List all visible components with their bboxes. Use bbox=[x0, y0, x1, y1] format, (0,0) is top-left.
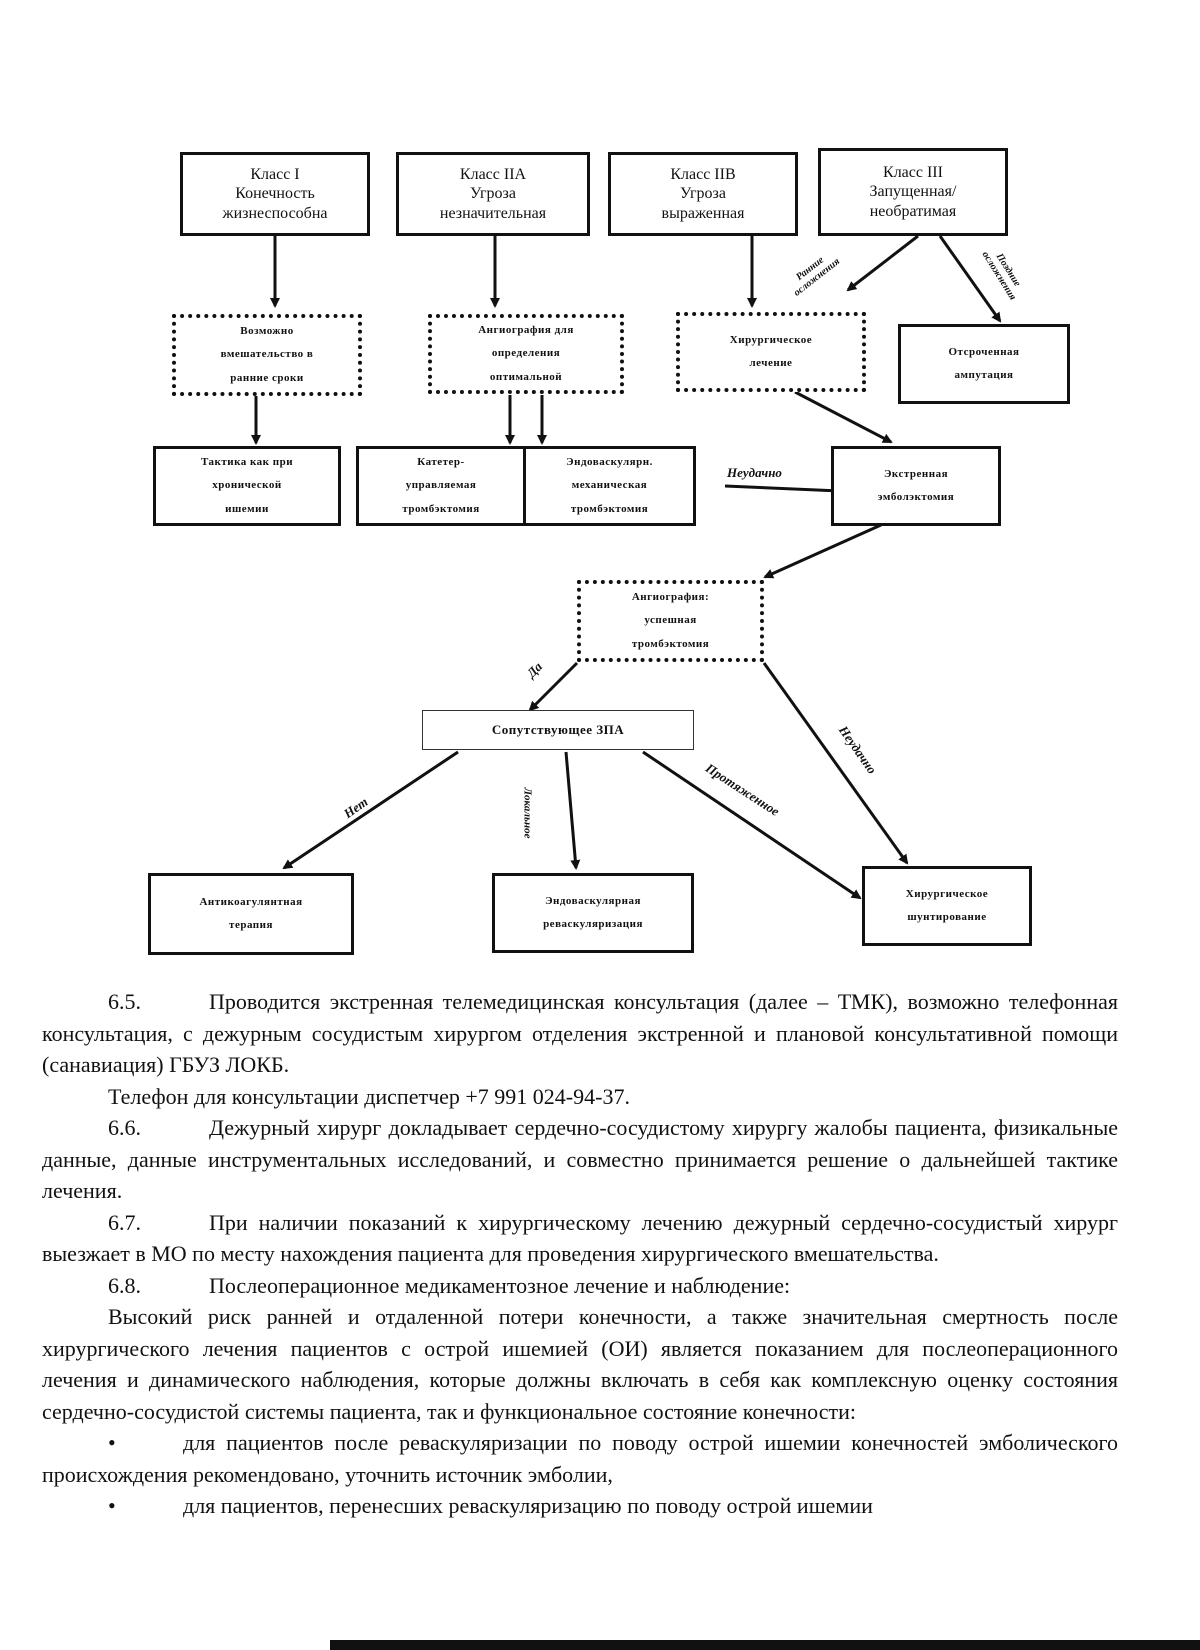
bullet-item-1: •для пациентов после реваскуляризации по… bbox=[42, 1427, 1118, 1490]
paragraph-6-8: 6.8. Послеоперационное медикаментозное ле… bbox=[42, 1270, 1118, 1302]
arrow-class3-amputation bbox=[938, 235, 1002, 323]
arrow-emergency-angio bbox=[763, 523, 882, 579]
arrow-concomitant-endovasc bbox=[564, 751, 581, 870]
section-number: 6.7. bbox=[108, 1209, 141, 1235]
arrow-angio-concomitant bbox=[528, 661, 579, 712]
paragraph-text: Дежурный хирург докладывает сердечно-сос… bbox=[42, 1115, 1118, 1203]
angiography-optimal-box: Ангиография для определения оптимальной bbox=[428, 314, 624, 394]
arrow-class3-surgical bbox=[846, 234, 919, 292]
scan-edge-bar bbox=[330, 1640, 1200, 1650]
arrow-angio-bypass bbox=[762, 662, 909, 865]
paragraph-6-5: 6.5.Проводится экстренная телемедицинска… bbox=[42, 986, 1118, 1081]
class2a-box: Класс IIА Угроза незначительная bbox=[396, 152, 590, 236]
section-number: 6.6. bbox=[108, 1115, 141, 1140]
possible-intervention-box: Возможно вмешательство в ранние сроки bbox=[172, 314, 362, 396]
class1-box: Класс I Конечность жизнеспособна bbox=[180, 152, 370, 236]
fail-label-1: Неудачно bbox=[727, 465, 782, 480]
class2b-box: Класс IIВ Угроза выраженная bbox=[608, 152, 798, 236]
emergency-embolectomy-box: Экстренная эмболэктомия bbox=[831, 446, 1001, 526]
surgical-treatment-box: Хирургическое лечение bbox=[676, 312, 866, 392]
bullet-item-2: • для пациентов, перенесших реваскуляриза… bbox=[42, 1490, 1118, 1522]
endovascular-revasc-box: Эндоваскулярная реваскуляризация bbox=[492, 873, 694, 953]
endovascular-mech-box: Эндоваскулярн. механическая тромбэктомия bbox=[523, 446, 696, 526]
arrow-surgical-emergency bbox=[794, 390, 893, 444]
chronic-tactics-box: Тактика как при хронической ишемии bbox=[153, 446, 341, 526]
paragraph-text: При наличии показаний к хирургическому л… bbox=[42, 1209, 1118, 1267]
phone-text: Телефон для консультации диспетчер +7 99… bbox=[108, 1083, 630, 1109]
paragraph-text: Высокий риск ранней и отдаленной потери … bbox=[42, 1304, 1118, 1424]
paragraph-text: Проводится экстренная телемедицинская ко… bbox=[42, 989, 1118, 1077]
catheter-thrombectomy-box: Катетер- управляемая тромбэктомия bbox=[356, 446, 526, 526]
delayed-amputation-box: Отсроченная ампутация bbox=[898, 324, 1070, 404]
phone-paragraph: Телефон для консультации диспетчер +7 99… bbox=[42, 1081, 1118, 1113]
angiography-success-box: Ангиография: успешная тромбэктомия bbox=[577, 580, 764, 662]
bullet-marker: • bbox=[108, 1430, 116, 1455]
bullet-text: для пациентов, перенесших реваскуляризац… bbox=[183, 1493, 873, 1518]
arrow-concomitant-bypass bbox=[642, 750, 862, 900]
paragraph-6-7: 6.7.При наличии показаний к хирургическо… bbox=[42, 1207, 1118, 1270]
surgical-bypass-box: Хирургическое шунтирование bbox=[862, 866, 1032, 946]
paragraph-text: Послеоперационное медикаментозное лечени… bbox=[209, 1272, 791, 1298]
arrow-concomitant-anticoag bbox=[282, 750, 459, 870]
section-number: 6.5. bbox=[108, 989, 141, 1014]
anticoagulant-therapy-box: Антикоагулянтная терапия bbox=[148, 873, 354, 955]
section-number: 6.8. bbox=[108, 1272, 141, 1298]
concomitant-pad-box: Сопутствующее ЗПА bbox=[422, 710, 694, 750]
flowchart-arrows bbox=[251, 234, 1002, 900]
bullet-marker: • bbox=[108, 1493, 116, 1518]
risk-paragraph: Высокий риск ранней и отдаленной потери … bbox=[42, 1301, 1118, 1427]
class3-box: Класс III Запущенная/ необратимая bbox=[818, 148, 1008, 236]
local-label: Локальное bbox=[521, 787, 534, 839]
body-text: 6.5.Проводится экстренная телемедицинска… bbox=[42, 986, 1118, 1522]
bullet-text: для пациентов после реваскуляризации по … bbox=[42, 1430, 1118, 1487]
paragraph-6-6: 6.6.Дежурный хирург докладывает сердечно… bbox=[42, 1112, 1118, 1207]
arrow-fail-emergency bbox=[724, 484, 842, 496]
